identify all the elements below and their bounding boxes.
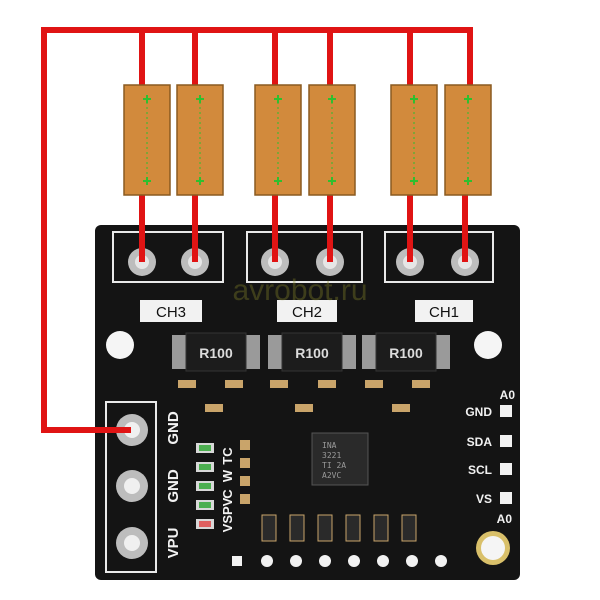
load-resistor: [444, 84, 492, 196]
channel-box-ch3: CH3: [112, 231, 224, 322]
ina3221-chip: INA 3221 TI 2A A2VC: [311, 432, 369, 486]
led-label-tc: TC: [220, 447, 235, 465]
left-label-gnd-1: GND: [165, 411, 182, 445]
channel-box-ch1: CH1: [384, 231, 494, 322]
led-label-vspv: VSPV: [220, 497, 235, 532]
shunt-resistor-1: R100: [172, 332, 260, 372]
led-label-w: W: [220, 469, 235, 482]
svg-text:R100: R100: [199, 345, 233, 361]
shunt-resistor-3: R100: [362, 332, 450, 372]
svg-text:TI 2A: TI 2A: [322, 461, 346, 470]
bottom-resistor-array: [261, 514, 417, 542]
status-leds: [196, 440, 250, 529]
load-resistor: [254, 84, 302, 196]
svg-text:R100: R100: [295, 345, 329, 361]
left-header: [105, 401, 157, 573]
svg-text:INA: INA: [322, 441, 337, 450]
right-pads: [500, 405, 512, 504]
watermark: avrobot.ru: [232, 274, 367, 307]
wiring: [41, 27, 473, 433]
load-resistor: [176, 84, 224, 196]
right-label-sda: SDA: [467, 435, 493, 449]
right-label-scl: SCL: [468, 463, 492, 477]
shunt-resistor-2: R100: [268, 332, 356, 372]
svg-text:R100: R100: [389, 345, 423, 361]
ch2-label: CH2: [292, 304, 322, 321]
right-label-gnd: GND: [465, 405, 492, 419]
ch3-label: CH3: [156, 304, 186, 321]
load-resistor: [308, 84, 356, 196]
load-resistor: [123, 84, 171, 196]
svg-text:A2VC: A2VC: [322, 471, 341, 480]
right-label-vs: VS: [476, 492, 492, 506]
led-label-c: C: [220, 489, 235, 499]
channel-box-ch2: CH2: [246, 231, 363, 322]
right-label-a0-bottom: A0: [497, 512, 513, 526]
bottom-pin-row: [232, 555, 447, 567]
ch1-label: CH1: [429, 304, 459, 321]
right-label-a0-top: A0: [500, 388, 516, 402]
load-resistors: [123, 84, 492, 196]
svg-text:3221: 3221: [322, 451, 341, 460]
left-label-gnd-2: GND: [165, 469, 182, 503]
left-label-vpu: VPU: [165, 528, 182, 559]
smd-components: [178, 380, 430, 412]
mounting-holes: [106, 331, 510, 565]
load-resistor: [390, 84, 438, 196]
